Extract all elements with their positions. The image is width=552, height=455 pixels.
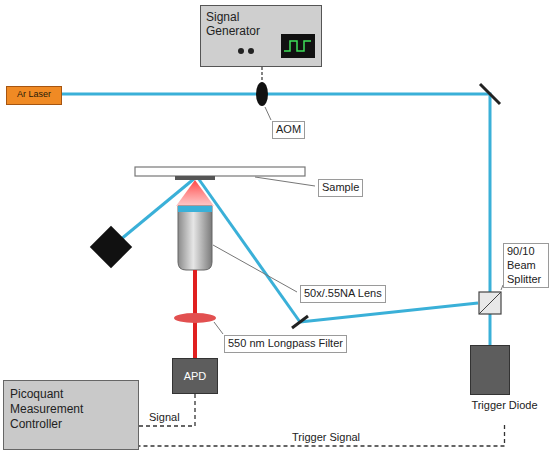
photodiode-box: Trigger Diode (462, 345, 547, 425)
signal-cable (139, 394, 195, 426)
emission-cone (176, 180, 214, 206)
signal-cable (139, 425, 505, 446)
node-text: Ar Laser (9, 88, 59, 101)
terminal-dot (248, 48, 254, 54)
instrument-box: Signal Generator (200, 5, 322, 67)
node-text: APD (184, 370, 207, 382)
sample-slide (135, 167, 305, 176)
signal-wire (261, 67, 262, 82)
signal-label: Signal (147, 411, 182, 423)
scope-screen (281, 34, 315, 58)
callout-label: 50x/.55NA Lens (300, 285, 386, 303)
signal-label: Trigger Signal (290, 431, 362, 443)
beam-splitter-diagonal (479, 292, 501, 314)
leader-line (213, 245, 297, 292)
longpass-filter (174, 313, 216, 323)
leader-line (255, 177, 315, 186)
node-text: Signal Generator (206, 10, 278, 39)
controller-box: Picoquant Measurement Controller (3, 380, 139, 450)
mirror (292, 316, 308, 328)
beam-dump (90, 226, 132, 268)
square-wave (284, 41, 311, 51)
sample-spot (175, 176, 215, 180)
laser-beam (489, 314, 492, 345)
callout-label: Sample (318, 179, 363, 197)
leader-line (265, 107, 271, 120)
photodiode-body (470, 345, 510, 395)
leader-line (214, 322, 223, 334)
laser-beam (300, 303, 478, 322)
lens-ring (178, 206, 212, 212)
callout-label: 90/10 Beam Splitter (503, 243, 549, 288)
mirror (480, 84, 500, 104)
node-text: Picoquant Measurement Controller (10, 387, 132, 432)
terminal-dot (238, 48, 244, 54)
callout-label: AOM (272, 121, 305, 139)
node-text: Trigger Diode (464, 399, 545, 411)
callout-label: 550 nm Longpass Filter (224, 335, 347, 353)
aom-crystal (256, 82, 268, 106)
beam-splitter-cube (479, 292, 501, 314)
laser-beam (198, 178, 300, 322)
detector-box: APD (172, 358, 218, 394)
objective-lens (178, 206, 212, 270)
screen (281, 34, 315, 58)
laser-beam (62, 94, 490, 292)
laser-box: Ar Laser (6, 86, 62, 105)
